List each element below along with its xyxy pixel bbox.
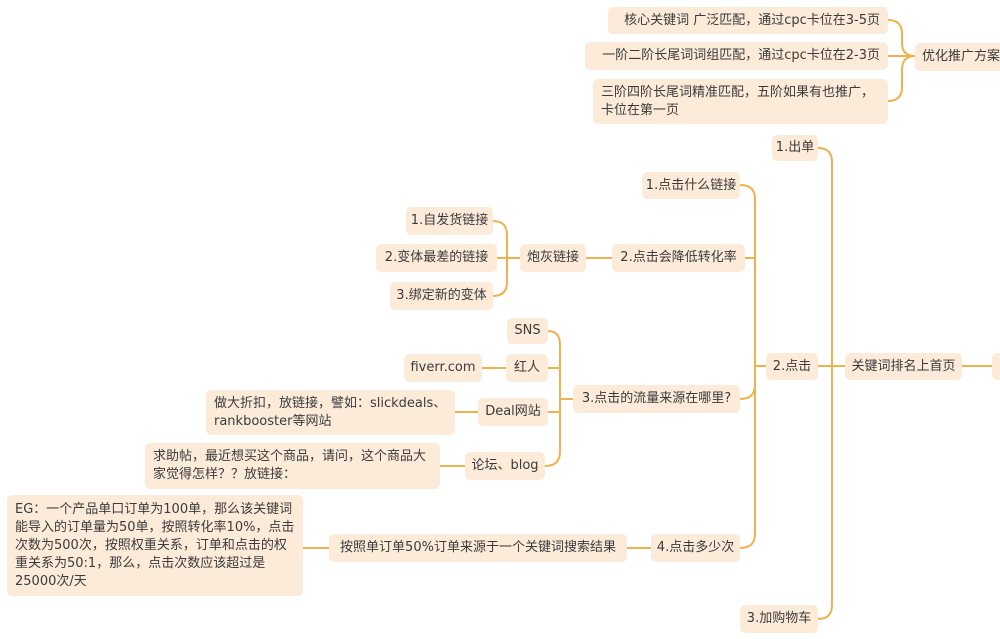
edge-tier34 <box>887 55 916 102</box>
node-bind-variant[interactable]: 3.绑定新的变体 <box>390 282 493 310</box>
node-traffic-source[interactable]: 3.点击的流量来源在哪里? <box>573 385 740 413</box>
edge-click-what <box>739 184 756 366</box>
node-lower-conversion[interactable]: 2.点击会降低转化率 <box>612 244 745 272</box>
node-root-cut[interactable]: 投 <box>992 353 1000 380</box>
node-worst-variant[interactable]: 2.变体最差的链接 <box>376 244 497 272</box>
node-example[interactable]: EG：一个产品单口订单为100单，那么该关键词能导入的订单量为50单，按照转化率… <box>7 495 303 596</box>
node-cannon-link[interactable]: 炮灰链接 <box>520 244 586 272</box>
edge-bind <box>492 258 508 297</box>
edge-how-many <box>739 366 756 549</box>
edge-cart <box>817 366 833 620</box>
edge-self-ship <box>492 220 508 258</box>
node-self-ship[interactable]: 1.自发货链接 <box>406 207 493 235</box>
node-fiverr[interactable]: fiverr.com <box>404 354 482 382</box>
node-forum[interactable]: 论坛、blog <box>465 452 545 480</box>
node-search-share[interactable]: 按照单订单50%订单来源于一个关键词搜索结果 <box>329 534 627 562</box>
edge-forum <box>544 399 561 467</box>
node-forum-desc[interactable]: 求助帖，最近想买这个商品，请问，这个商品大家觉得怎样？？放链接： <box>145 443 440 489</box>
node-how-many[interactable]: 4.点击多少次 <box>651 534 740 562</box>
edge-traffic-source <box>739 366 756 400</box>
node-influencer[interactable]: 红人 <box>506 354 548 382</box>
node-tier12[interactable]: 一阶二阶长尾词词组匹配，通过cpc卡位在2-3页 <box>585 42 888 70</box>
node-click-what-link[interactable]: 1.点击什么链接 <box>642 172 740 199</box>
node-deal-site[interactable]: Deal网站 <box>478 398 548 426</box>
node-keyword-rank[interactable]: 关键词排名上首页 <box>845 353 962 380</box>
node-optimize-plan[interactable]: 优化推广方案 <box>915 43 1000 71</box>
edge-order <box>817 147 833 366</box>
node-click[interactable]: 2.点击 <box>766 353 818 380</box>
edge-sns <box>547 330 561 399</box>
node-sns[interactable]: SNS <box>507 318 548 344</box>
node-core-keyword[interactable]: 核心关键词 广泛匹配，通过cpc卡位在3-5页 <box>608 7 888 34</box>
edge-core-keyword <box>887 19 916 57</box>
node-order[interactable]: 1.出单 <box>772 135 818 161</box>
node-tier34[interactable]: 三阶四阶长尾词精准匹配，五阶如果有也推广，卡位在第一页 <box>593 79 888 124</box>
node-cart[interactable]: 3.加购物车 <box>740 605 818 633</box>
node-deal-desc[interactable]: 做大折扣，放链接，譬如：slickdeals、rankbooster等网站 <box>206 390 455 435</box>
